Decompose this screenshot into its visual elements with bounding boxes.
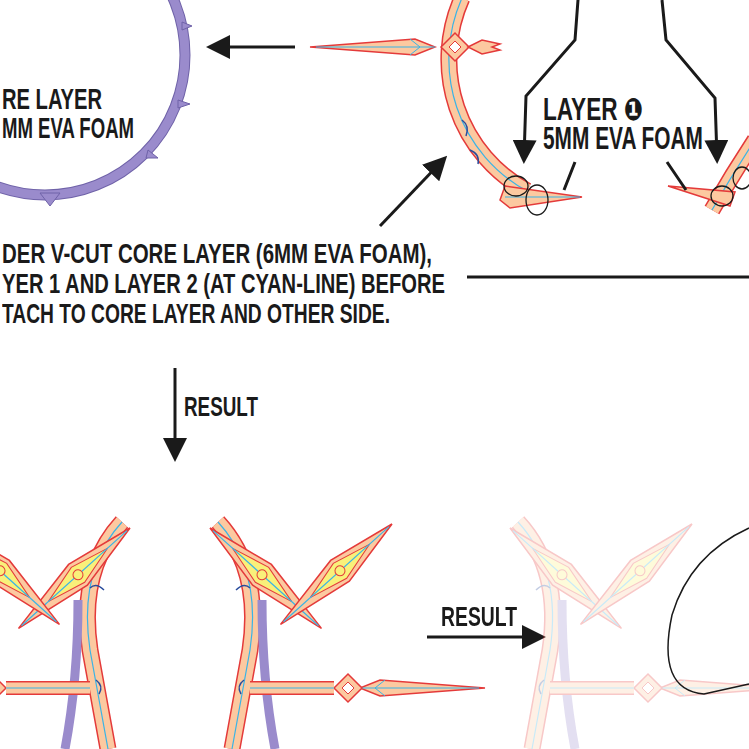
part-label: RE LAYER [2,84,102,114]
part-label: MM EVA FOAM [2,113,134,143]
result-label: RESULT [441,603,517,631]
result-label: RESULT [184,393,258,421]
note-text: YER 1 AND LAYER 2 (AT CYAN-LINE) BEFORE [2,270,445,298]
callout-label: LAYER ❶ [543,94,643,125]
note-text: TACH TO CORE LAYER AND OTHER SIDE. [2,300,390,328]
note-text: DER V-CUT CORE LAYER (6MM EVA FOAM), [2,240,432,268]
callout-label: 5MM EVA FOAM [543,123,703,154]
